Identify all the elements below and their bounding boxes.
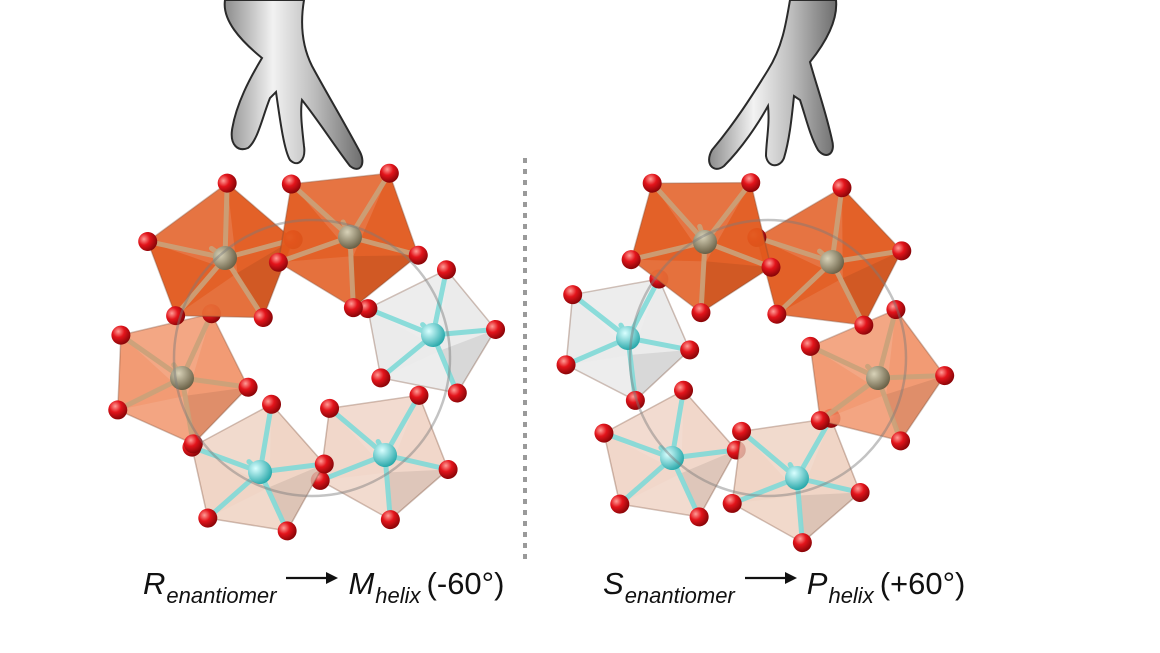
oxygen-atom [674,380,694,400]
oxygen-atom [741,173,761,193]
oxygen-atom [563,285,583,305]
oxygen-atom [314,454,334,474]
metal-atom [248,460,272,484]
oxygen-atom [850,482,870,502]
oxygen-atom [680,340,700,360]
oxygen-atom [183,434,203,454]
metal-atom [373,443,397,467]
octahedron [747,178,912,335]
helix-angle: (+60°) [879,566,966,601]
metal-atom [785,466,809,490]
oxygen-atom [689,507,709,527]
oxygen-atom [691,303,711,323]
helix-guide-circle [628,218,908,498]
metal-atom [421,323,445,347]
enantiomer-symbol: S [603,566,624,601]
oxygen-atom [217,173,237,193]
oxygen-atom [436,260,456,280]
metal-atom [820,250,844,274]
oxygen-atom [108,400,128,420]
octahedron [310,385,458,530]
oxygen-atom [111,325,131,345]
oxygen-atom [854,315,874,335]
oxygen-atom [262,394,282,414]
caption-left: R enantiomer M helix (-60°) [143,566,504,616]
oxygen-atom [621,250,641,270]
enantiomer-symbol: R [143,566,166,601]
octahedra-ring-left [108,163,506,541]
helix-subscript: helix [828,583,874,608]
oxygen-atom [238,377,258,397]
octahedron [722,408,870,553]
oxygen-atom [358,299,378,319]
metal-atom [693,230,717,254]
oxygen-atom [800,336,820,356]
oxygen-atom [438,459,458,479]
octahedron [594,380,746,527]
helix-symbol: M [348,566,375,601]
oxygen-atom [253,307,273,327]
hand-icon [223,0,364,170]
helix-symbol: P [806,566,828,601]
oxygen-atom [198,508,218,528]
oxygen-atom [610,494,630,514]
oxygen-atom [625,390,645,410]
oxygen-atom [447,383,467,403]
oxygen-atom [409,385,429,405]
oxygen-atom [343,298,363,318]
arrow-right-icon [744,572,797,584]
oxygen-atom [761,257,781,277]
oxygen-atom [277,521,297,541]
oxygen-atom [380,510,400,530]
octahedron [138,173,303,327]
octahedron [621,173,781,323]
oxygen-atom [371,368,391,388]
octahedron [358,260,506,403]
oxygen-atom [166,306,186,326]
oxygen-atom [892,241,912,261]
hand-icon [708,0,838,170]
oxygen-atom [594,423,614,443]
oxygen-atom [810,411,830,431]
oxygen-atom [138,231,158,251]
metal-atom [170,366,194,390]
metal-atom [866,366,890,390]
octahedron [556,269,700,410]
metal-atom [213,246,237,270]
oxygen-atom [886,300,906,320]
oxygen-atom [486,319,506,339]
metal-atom [338,225,362,249]
arrow-right-icon [286,572,339,584]
enantiomer-subscript: enantiomer [166,583,277,608]
oxygen-atom [792,533,812,553]
octahedra-ring-right [556,173,955,553]
helix-angle: (-60°) [426,566,505,601]
oxygen-atom [732,421,752,441]
oxygen-atom [320,398,340,418]
metal-atom [660,446,684,470]
oxygen-atom [268,252,288,272]
oxygen-atom [935,366,955,386]
oxygen-atom [642,173,662,193]
oxygen-atom [556,355,576,375]
oxygen-atom [832,178,852,198]
oxygen-atom [722,493,742,513]
oxygen-atom [281,174,301,194]
oxygen-atom [891,431,911,451]
oxygen-atom [408,245,428,265]
oxygen-atom [379,163,399,183]
octahedron [268,163,428,318]
octahedron [800,300,955,451]
oxygen-atom [767,304,787,324]
helix-guide-circle [172,218,452,498]
helix-subscript: helix [375,583,421,608]
enantiomer-subscript: enantiomer [624,583,735,608]
caption-right: S enantiomer P helix (+60°) [603,566,965,616]
metal-atom [616,326,640,350]
